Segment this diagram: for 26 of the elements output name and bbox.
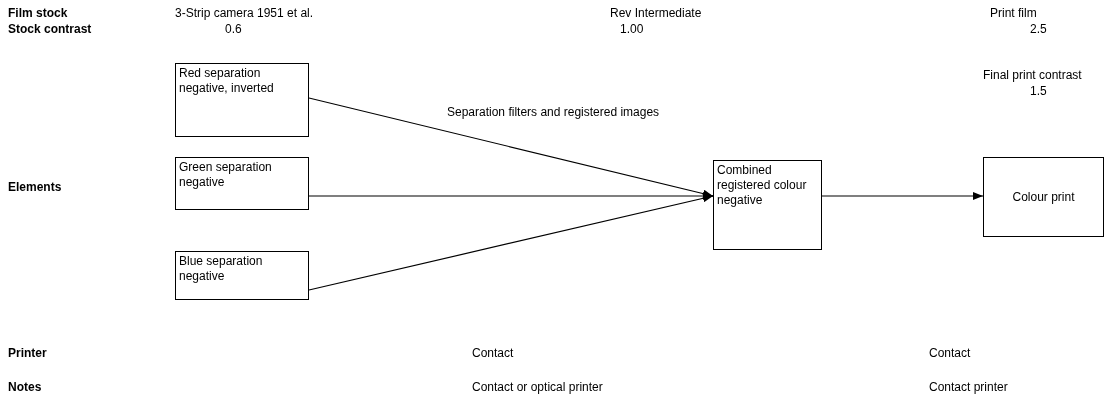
process-box: Combined registered colour negative [713,160,822,250]
table-text: 3-Strip camera 1951 et al. [175,6,314,21]
table-text: Contact [929,346,971,361]
table-text: 1.00 [620,22,644,37]
process-box: Blue separation negative [175,251,309,300]
table-text: Contact or optical printer [472,380,603,395]
table-text: Print film [990,6,1037,21]
process-box: Green separation negative [175,157,309,210]
table-text: Separation filters and registered images [447,105,660,120]
process-box: Red separation negative, inverted [175,63,309,137]
row-heading: Film stock [8,6,68,21]
table-text: Final print contrast [983,68,1082,83]
table-text: 0.6 [225,22,242,37]
row-heading: Printer [8,346,47,361]
table-text: 1.5 [1030,84,1047,99]
arrow [821,192,984,200]
table-text: Rev Intermediate [610,6,702,21]
arrow [308,97,714,198]
table-text: 2.5 [1030,22,1047,37]
row-heading: Notes [8,380,42,395]
row-heading: Stock contrast [8,22,92,37]
process-box: Colour print [983,157,1104,237]
arrow [308,194,714,291]
table-text: Contact [472,346,514,361]
table-text: Contact printer [929,380,1008,395]
row-heading: Elements [8,180,62,195]
